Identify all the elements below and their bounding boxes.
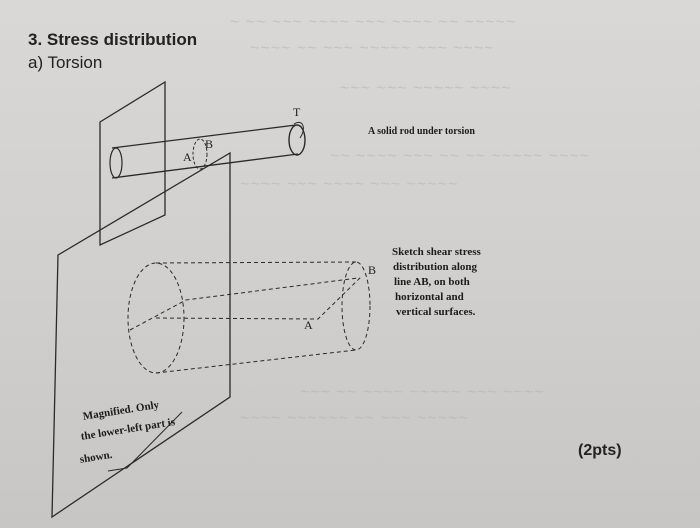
magnified-top-edge <box>155 261 357 264</box>
vertical-line <box>129 277 359 331</box>
instruction-line-4: horizontal and <box>395 291 464 303</box>
label-rod-A: A <box>183 150 192 164</box>
label-torque-T: T <box>293 105 301 119</box>
bleed-through-text: ~ ~~ ~~~ ~~~~ ~~~ ~~~~ ~~ ~~~~~ <box>230 14 517 31</box>
wall-plate <box>99 80 166 247</box>
bleed-through-text: ~~~~ ~~~ ~~~~ ~~~ ~~~~~ <box>240 176 459 193</box>
instruction-line-1: Sketch shear stress <box>392 246 481 258</box>
rod-caption: A solid rod under torsion <box>368 126 475 137</box>
note-leader-line <box>107 411 183 472</box>
label-section-A: A <box>304 318 313 332</box>
points-label: (2pts) <box>578 442 622 459</box>
subsection-heading: a) Torsion <box>28 53 103 72</box>
rod-near-end <box>109 147 123 179</box>
label-rod-B: B <box>205 137 214 151</box>
bleed-through-text: ~~~~ ~~ ~~~ ~~~~~ ~~~ ~~~~ <box>250 40 495 57</box>
magnified-bottom-edge <box>155 349 357 374</box>
rod-body <box>111 124 299 179</box>
instruction-line-5: vertical surfaces. <box>396 306 476 318</box>
label-section-B: B <box>368 263 377 277</box>
bleed-through-text: ~~ ~~~~ ~~~ ~~ ~~ ~~~~~ ~~~~ <box>330 148 591 165</box>
rod-far-end <box>288 124 306 156</box>
rod-section-ring <box>192 138 208 170</box>
section-heading: 3. Stress distribution <box>28 30 198 49</box>
bleed-through-text: ~~~ ~~ ~~~~ ~~~~~ ~~~ ~~~~ <box>300 384 545 401</box>
bleed-through-text: ~~~ ~~~ ~~~~~ ~~~~ <box>340 80 512 97</box>
instruction-line-3: line AB, on both <box>394 276 470 288</box>
magnified-plane <box>51 151 231 519</box>
horizontal-line-AB <box>155 275 363 320</box>
torque-arrow <box>293 122 304 139</box>
magnified-far-face <box>341 261 371 351</box>
bleed-through-text: ~~~~ ~~~~~~ ~~ ~~~ ~~~~~ <box>240 410 469 427</box>
instruction-line-2: distribution along <box>393 261 478 273</box>
